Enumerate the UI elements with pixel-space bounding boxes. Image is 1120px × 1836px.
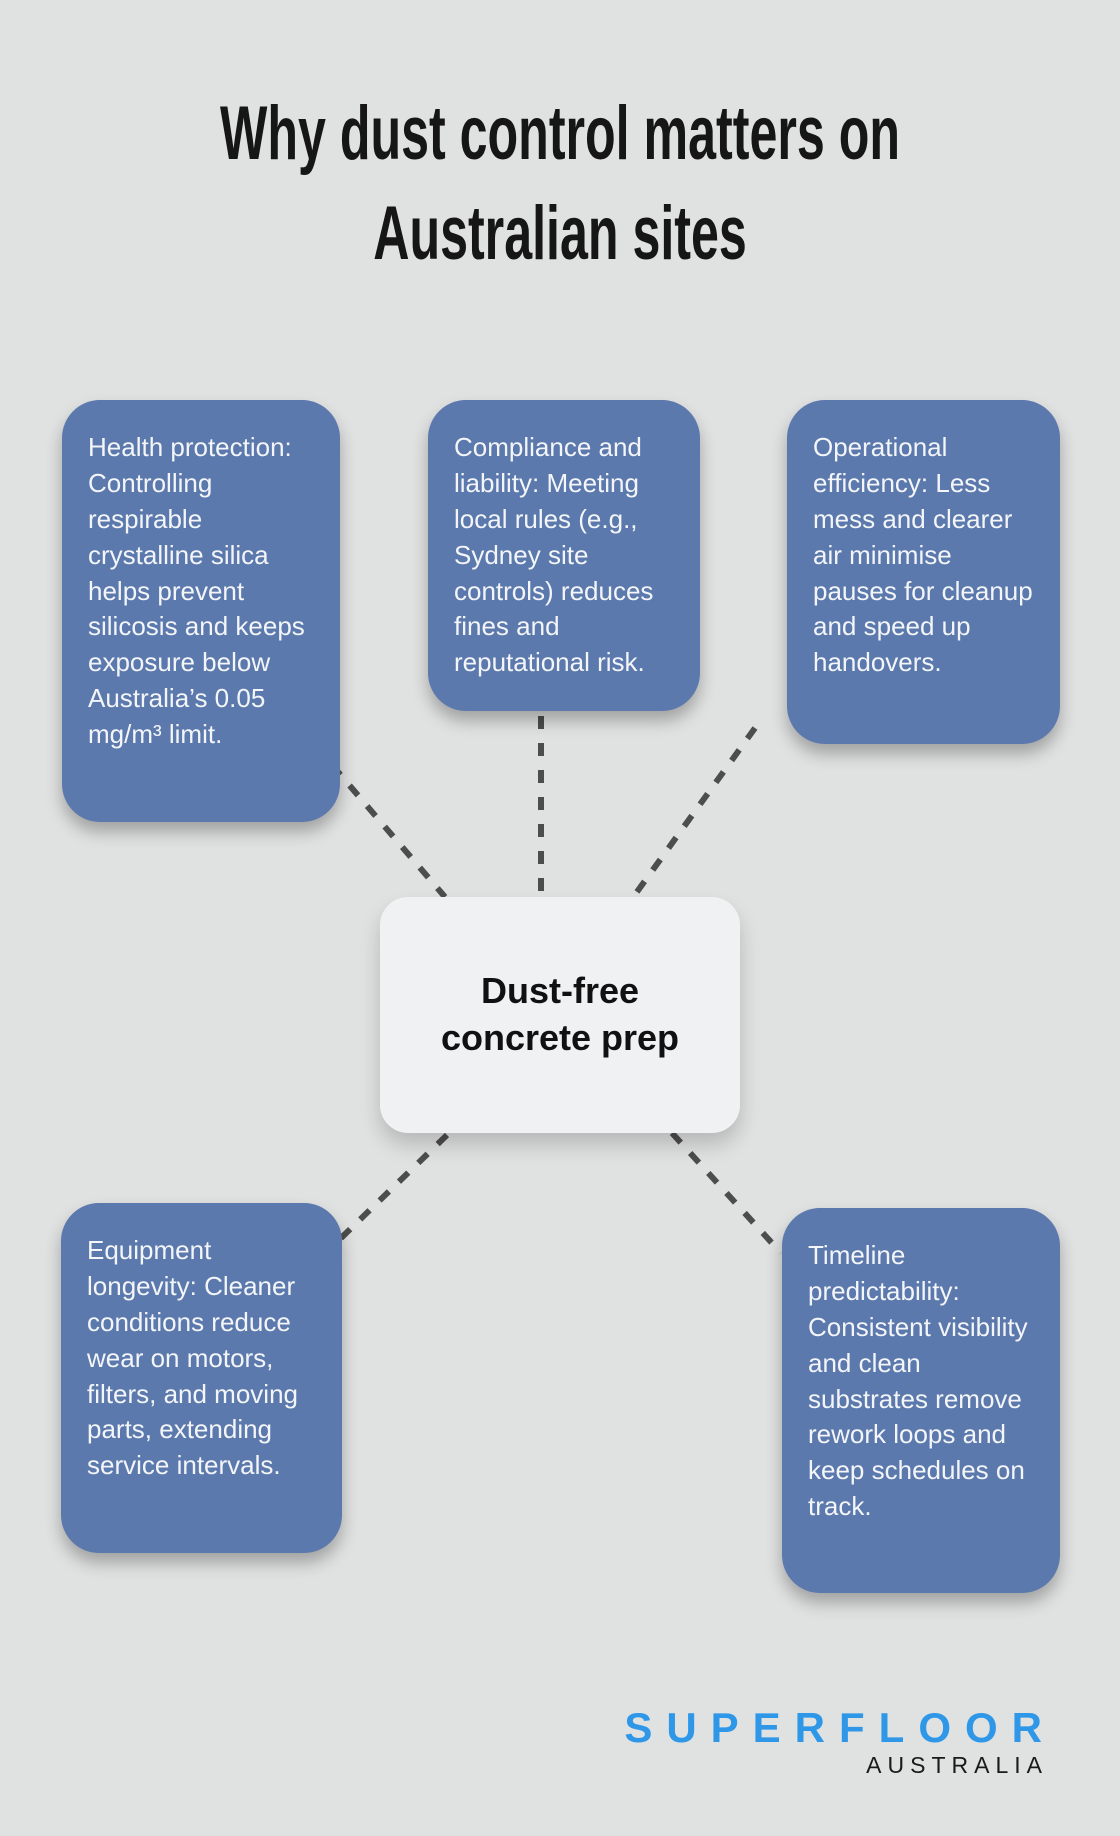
central-node-label: Dust-free concrete prep <box>440 970 680 1058</box>
connector-center-to-equipment <box>336 1132 450 1243</box>
benefit-node-health-protection: Health protection: Controlling respirabl… <box>62 400 340 822</box>
benefit-node-timeline-predictability-text: Timeline predictability: Consistent visi… <box>808 1240 1028 1522</box>
benefit-node-timeline-predictability: Timeline predictability: Consistent visi… <box>782 1208 1060 1593</box>
page-title-line-1: Why dust control matters on <box>220 91 900 176</box>
benefit-node-operational-efficiency: Operational efficiency: Less mess and cl… <box>787 400 1060 744</box>
connector-center-to-timeline <box>669 1130 784 1256</box>
page-title: Why dust control matters on Australian s… <box>190 84 929 285</box>
page-title-line-2: Australian sites <box>373 191 747 277</box>
benefit-node-compliance-liability: Compliance and liability: Meeting local … <box>428 400 700 712</box>
benefit-node-operational-efficiency-text: Operational efficiency: Less mess and cl… <box>813 432 1033 678</box>
benefit-node-health-protection-text: Health protection: Controlling respirabl… <box>88 432 305 749</box>
benefit-node-equipment-longevity-text: Equipment longevity: Cleaner conditions … <box>87 1235 298 1481</box>
benefit-node-compliance-liability-text: Compliance and liability: Meeting local … <box>454 432 654 678</box>
connector-health-to-center <box>329 763 448 899</box>
benefit-node-equipment-longevity: Equipment longevity: Cleaner conditions … <box>61 1203 342 1553</box>
brand-logo-secondary: AUSTRALIA <box>866 1752 1048 1779</box>
central-node: Dust-free concrete prep <box>380 897 740 1133</box>
brand-logo-primary: SUPERFLOOR <box>624 1704 1056 1751</box>
connector-operational-to-center <box>631 726 758 898</box>
brand-logo: SUPERFLOOR AUSTRALIA <box>624 1705 1042 1779</box>
